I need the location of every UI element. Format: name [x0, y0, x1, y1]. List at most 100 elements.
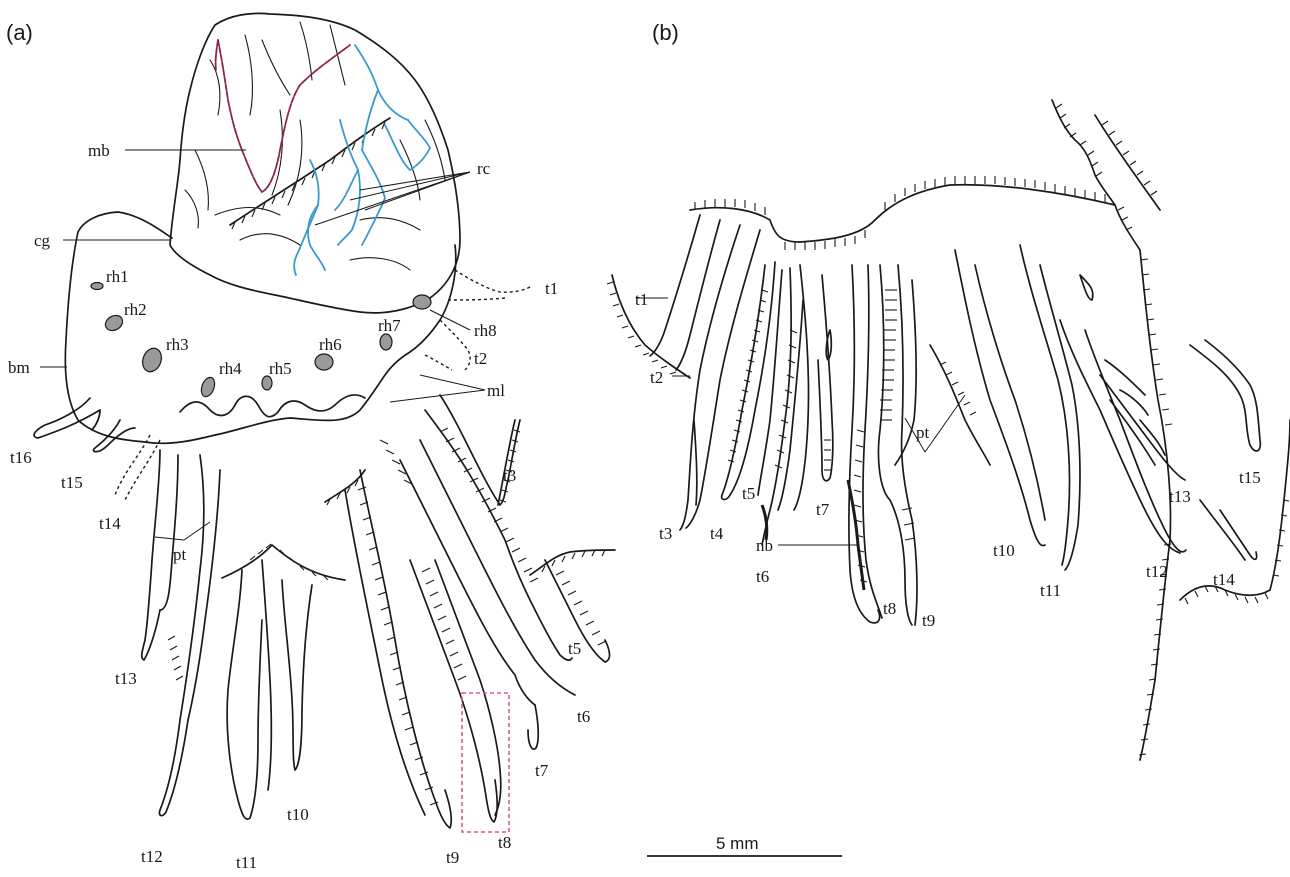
scale-bar-label: 5 mm — [716, 834, 759, 853]
tentacle-t14-dashed — [115, 435, 150, 495]
b-label-t12: t12 — [1146, 562, 1168, 581]
bell-lower-margin — [180, 395, 365, 417]
label-rh7: rh7 — [378, 316, 401, 335]
b-tentacle-t13-b — [1110, 400, 1155, 465]
central-disc-outline — [170, 13, 460, 312]
tentacle-t5-b — [530, 600, 572, 660]
rhopalium-4 — [199, 376, 217, 399]
b-label-t1: t1 — [635, 290, 648, 309]
tentacle-hatching — [168, 428, 606, 805]
b-label-t5: t5 — [742, 484, 755, 503]
tentacle-t2-dashed-b — [425, 355, 452, 370]
b-tentacle-t13 — [1100, 375, 1185, 480]
b-label-t15: t15 — [1239, 468, 1261, 487]
rhopalium-2 — [103, 312, 126, 333]
b-tentacle-t1-b — [676, 220, 720, 370]
tentacle-t16 — [34, 398, 100, 438]
label-rh1: rh1 — [106, 267, 129, 286]
label-t14: t14 — [99, 514, 121, 533]
disc-wrinkle — [195, 150, 208, 210]
label-t10: t10 — [287, 805, 309, 824]
tentacle-t7 — [528, 705, 538, 749]
label-rh8: rh8 — [474, 321, 497, 340]
tentacle-t11 — [227, 570, 262, 819]
label-bm: bm — [8, 358, 30, 377]
b-tentacle-t3-c — [694, 420, 697, 505]
b-label-t2: t2 — [650, 368, 663, 387]
tentacle-t3-base — [498, 420, 515, 505]
leader-rc-4 — [365, 172, 470, 210]
label-rh5: rh5 — [269, 359, 292, 378]
margin-boundary — [218, 40, 350, 192]
label-t2: t2 — [474, 349, 487, 368]
tentacle-t9 — [360, 470, 451, 828]
tentacle-t15 — [93, 420, 135, 452]
label-t7: t7 — [535, 761, 549, 780]
hatch-marks — [232, 122, 385, 229]
panel-a: (a) — [6, 13, 615, 872]
radial-canal — [408, 120, 430, 170]
rhopalium-7 — [380, 334, 392, 350]
label-pt: pt — [173, 545, 187, 564]
rhopalium-6 — [315, 354, 333, 370]
label-t3: t3 — [503, 466, 516, 485]
b-tentacle-extra2 — [1140, 420, 1165, 455]
b-tentacle-t11-b — [1040, 265, 1080, 570]
disc-wrinkle — [272, 110, 282, 195]
b-tentacle-t10 — [955, 250, 1045, 546]
leader-ml-1 — [420, 375, 485, 390]
b-tentacle-t1 — [650, 215, 700, 356]
radial-canal — [362, 90, 378, 150]
tentacle-t9-b — [345, 490, 425, 815]
radial-canal — [362, 150, 385, 198]
leader-ml-2 — [390, 390, 485, 402]
radial-canal — [338, 170, 360, 245]
b-label-t4: t4 — [710, 524, 724, 543]
radial-canal — [294, 248, 300, 275]
b-label-t10: t10 — [993, 541, 1015, 560]
label-rh2: rh2 — [124, 300, 147, 319]
rhopalium-1 — [91, 283, 103, 290]
leader-pt-2 — [184, 522, 210, 540]
upper-right-fragment — [1052, 100, 1140, 250]
inset-box — [462, 693, 509, 832]
b-tentacle-t14-b — [1200, 500, 1245, 560]
b-label-t3: t3 — [659, 524, 672, 543]
radial-canal — [308, 205, 325, 270]
tentacle-t9-base — [325, 470, 365, 502]
leader-rc-2 — [350, 172, 470, 200]
disc-wrinkle — [288, 120, 302, 205]
tentacle-t6-b — [400, 460, 535, 705]
lower-right-fragment — [1180, 420, 1290, 600]
b-tentacle-t5 — [758, 270, 782, 495]
tentacle-t13 — [142, 450, 160, 660]
rhopalium-8 — [413, 295, 431, 309]
label-t9: t9 — [446, 848, 459, 867]
tentacle-t10-base — [222, 545, 345, 580]
label-ml: ml — [487, 381, 505, 400]
disc-wrinkle — [245, 35, 252, 115]
disc-wrinkle — [240, 234, 300, 245]
label-cg: cg — [34, 231, 51, 250]
b-label-nb: nb — [756, 536, 773, 555]
radial-canal — [385, 125, 410, 170]
panel-label-a: (a) — [6, 20, 33, 45]
b-label-pt: pt — [916, 423, 930, 442]
radial-canal — [355, 45, 408, 120]
t5-base-hatch — [327, 430, 605, 572]
label-rh4: rh4 — [219, 359, 242, 378]
disc-wrinkle — [350, 258, 410, 270]
rhopalium-5 — [262, 376, 272, 390]
b-label-t6: t6 — [756, 567, 769, 586]
tentacle-t11-b — [262, 560, 271, 790]
label-t13: t13 — [115, 669, 137, 688]
tentacle-t1-dashed-lower — [448, 298, 505, 300]
radial-canal — [335, 120, 358, 210]
top-margin — [690, 185, 1115, 242]
b-tentacle-t15 — [1190, 340, 1260, 451]
panel-b: (b) — [607, 20, 1290, 760]
disc-wrinkle — [185, 190, 198, 228]
upper-right-hatch — [1056, 104, 1157, 230]
b-label-t13: t13 — [1169, 487, 1191, 506]
